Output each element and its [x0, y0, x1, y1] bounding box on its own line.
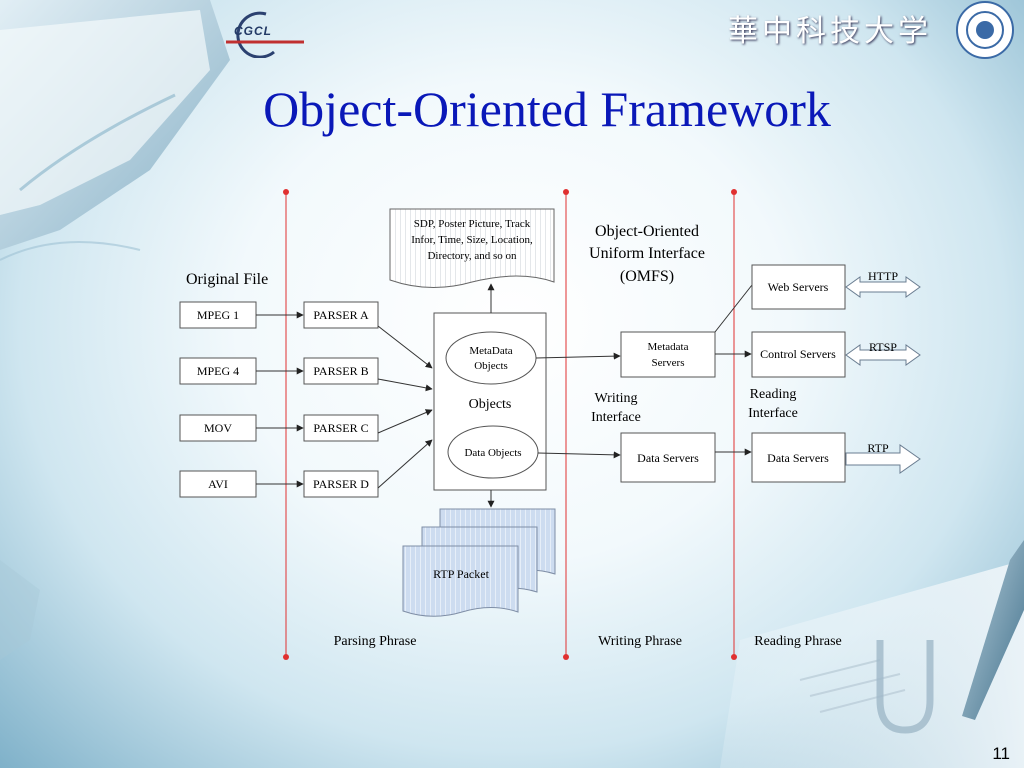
- format-box-mpeg4: MPEG 4: [179, 357, 257, 385]
- data-servers-label: Data Servers: [767, 451, 829, 465]
- parser-box-b: PARSER B: [303, 357, 379, 385]
- university-name: 華中科技大学: [728, 14, 932, 49]
- objects-label: Objects: [469, 397, 512, 412]
- phase-separator-parsing: [283, 189, 289, 660]
- metadata-servers-label: Metadata: [648, 341, 689, 353]
- data-objects-label: Data Objects: [464, 447, 521, 459]
- pen-decoration: [962, 540, 1024, 720]
- protocol-label: HTTP: [868, 269, 898, 283]
- phase-label-reading: Reading Phrase: [754, 634, 841, 649]
- phase-label-parsing: Parsing Phrase: [334, 634, 417, 649]
- metadata-objects-ellipse: MetaData Objects: [445, 331, 537, 385]
- phase-label-writing: Writing Phrase: [598, 634, 682, 649]
- format-box-mpeg1: MPEG 1: [179, 301, 257, 329]
- paperclip-decoration: [876, 640, 934, 734]
- omfs-label-line: Object-Oriented: [595, 223, 699, 240]
- control-servers-label: Control Servers: [760, 347, 836, 361]
- http-arrow: HTTP: [845, 269, 921, 298]
- format-box-mov: MOV: [179, 414, 257, 442]
- metadata-servers-box: Metadata Servers: [620, 331, 716, 378]
- metadata-document-line: Infor, Time, Size, Location,: [411, 234, 533, 246]
- phase-separator-writing: [563, 189, 569, 660]
- web-servers-box: Web Servers: [751, 264, 846, 310]
- slide-title: Object-Oriented Framework: [263, 81, 831, 137]
- metadata-objects-label: MetaData: [469, 345, 512, 357]
- cgcl-logo: [226, 11, 304, 58]
- control-servers-box: Control Servers: [751, 331, 846, 378]
- rtsp-arrow: RTSP: [845, 340, 921, 366]
- rtp-packet-label: RTP Packet: [433, 567, 489, 581]
- parser-box-c: PARSER C: [303, 414, 379, 442]
- omfs-label-line: Uniform Interface: [589, 245, 705, 262]
- format-label: MPEG 1: [197, 308, 239, 322]
- format-box-avi: AVI: [179, 470, 257, 498]
- cgcl-logo-text: CGCL: [234, 24, 272, 38]
- rtp-packet-stack: RTP Packet: [402, 508, 556, 617]
- reading-interface-label: Reading: [750, 387, 797, 402]
- data-servers-read-box: Data Servers: [751, 432, 846, 483]
- parser-label: PARSER C: [313, 421, 368, 435]
- web-servers-label: Web Servers: [768, 280, 829, 294]
- protocol-label: RTP: [867, 441, 889, 455]
- original-file-label: Original File: [186, 271, 268, 288]
- data-objects-ellipse: Data Objects: [447, 425, 539, 479]
- data-servers-label: Data Servers: [637, 451, 699, 465]
- parser-label: PARSER D: [313, 477, 369, 491]
- parser-box-d: PARSER D: [303, 470, 379, 498]
- format-label: AVI: [208, 477, 228, 491]
- format-label: MPEG 4: [197, 364, 239, 378]
- paper-decoration: [720, 560, 1024, 768]
- protocol-label: RTSP: [869, 340, 897, 354]
- rtp-arrow: RTP: [845, 441, 921, 474]
- metadata-document-line: Directory, and so on: [427, 250, 517, 262]
- data-servers-write-box: Data Servers: [620, 432, 716, 483]
- parser-box-a: PARSER A: [303, 301, 379, 329]
- metadata-document: SDP, Poster Picture, Track Infor, Time, …: [389, 208, 555, 288]
- metadata-objects-label: Objects: [474, 360, 508, 372]
- parser-label: PARSER A: [313, 308, 369, 322]
- omfs-label-line: (OMFS): [620, 268, 674, 285]
- writing-interface-label: Writing: [595, 391, 638, 406]
- university-seal-icon: [956, 1, 1014, 59]
- parser-label: PARSER B: [313, 364, 368, 378]
- reading-interface-label: Interface: [748, 406, 798, 421]
- format-label: MOV: [204, 421, 232, 435]
- phase-separator-reading: [731, 189, 737, 660]
- page-number: 11: [992, 744, 1010, 763]
- writing-interface-label: Interface: [591, 410, 641, 425]
- metadata-document-line: SDP, Poster Picture, Track: [414, 218, 531, 230]
- metadata-servers-label: Servers: [652, 357, 685, 369]
